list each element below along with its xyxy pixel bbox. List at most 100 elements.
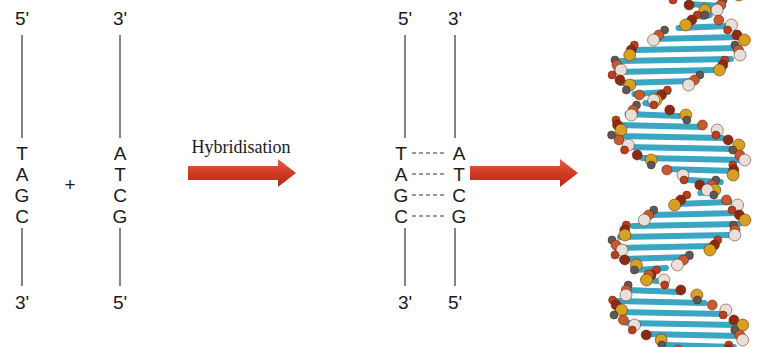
backbone-atom: [632, 150, 642, 160]
strand-label: A: [114, 144, 127, 163]
strand-label: C: [452, 186, 466, 205]
base-pair: [617, 312, 724, 314]
backbone-atom: [618, 315, 628, 325]
strand-label: +: [64, 175, 75, 194]
backbone-atom: [611, 251, 619, 259]
base-pair: [616, 246, 713, 248]
backbone-atom: [710, 191, 718, 199]
base-pair: [626, 290, 681, 292]
backbone-atom: [707, 300, 717, 310]
strand-label: 3': [15, 293, 29, 312]
backbone-atom: [622, 86, 630, 94]
backbone-atom: [624, 49, 636, 61]
backbone-atom: [669, 199, 681, 211]
process-arrow: [188, 159, 296, 187]
backbone-atom: [719, 311, 727, 319]
backbone-atom: [615, 75, 625, 85]
bond-line: [412, 152, 447, 153]
backbone-atom: [634, 90, 644, 100]
backbone-atom: [628, 326, 636, 334]
backbone-atom: [738, 34, 750, 46]
base-pair: [634, 48, 739, 50]
backbone-atom: [648, 34, 660, 46]
backbone-atom: [683, 79, 695, 91]
strand-label: 3': [398, 293, 412, 312]
backbone-atom: [641, 274, 653, 286]
strand-label: A: [395, 165, 408, 184]
backbone-atom: [739, 214, 751, 226]
bond-line: [412, 194, 447, 195]
dna-helix: [608, 0, 751, 347]
backbone-atom: [661, 281, 669, 289]
strand-line: [454, 35, 455, 138]
base-pair: [620, 235, 730, 237]
backbone-atom: [714, 15, 724, 25]
backbone-atom: [733, 0, 745, 1]
backbone-atom: [680, 19, 692, 31]
base-pair: [618, 125, 703, 127]
backbone-atom: [693, 296, 701, 304]
strand-label: G: [113, 207, 128, 226]
backbone-atom: [619, 229, 631, 241]
strand-label: 3': [113, 9, 127, 28]
backbone-atom: [676, 285, 686, 295]
backbone-atom: [737, 334, 749, 346]
strand-line: [21, 35, 22, 138]
strand-label: 5': [15, 9, 29, 28]
backbone-atom: [711, 4, 723, 16]
strand-label: 3': [448, 9, 462, 28]
backbone-atom: [615, 64, 627, 76]
strand-label: T: [395, 144, 407, 163]
backbone-atom: [721, 195, 731, 205]
strand-label: C: [113, 186, 127, 205]
backbone-atom: [630, 266, 638, 274]
backbone-atom: [638, 214, 650, 226]
backbone-atom: [712, 131, 720, 139]
backbone-atom: [704, 244, 716, 256]
backbone-atom: [669, 0, 677, 4]
strand-line: [404, 228, 405, 286]
base-pair: [665, 169, 735, 171]
strand-label: T: [16, 144, 28, 163]
backbone-atom: [697, 120, 707, 130]
strand-line: [119, 228, 120, 286]
backbone-atom: [650, 101, 658, 109]
backbone-atom: [734, 49, 746, 61]
strand-label: C: [394, 207, 408, 226]
process-arrow: [470, 159, 578, 187]
backbone-atom: [620, 289, 632, 301]
process-label: Hybridisation: [192, 138, 291, 156]
strand-line: [119, 35, 120, 138]
backbone-atom: [701, 11, 709, 19]
bond-line: [412, 215, 447, 216]
backbone-atom: [671, 259, 683, 271]
base-pair: [617, 136, 723, 138]
strand-label: G: [15, 186, 30, 205]
backbone-atom: [680, 176, 688, 184]
backbone-atom: [647, 161, 655, 169]
strand-label: A: [16, 165, 29, 184]
backbone-atom: [713, 64, 725, 76]
base-pair: [617, 301, 704, 303]
backbone-atom: [684, 0, 694, 10]
backbone-atom: [610, 311, 618, 319]
backbone-atom: [608, 71, 616, 79]
backbone-atom: [683, 116, 691, 124]
strand-line: [21, 228, 22, 286]
backbone-atom: [665, 105, 675, 115]
backbone-atom: [723, 135, 733, 145]
backbone-atom: [723, 345, 733, 347]
strand-line: [454, 228, 455, 286]
backbone-atom: [739, 154, 751, 166]
backbone-atom: [658, 341, 666, 347]
strand-label: A: [453, 144, 466, 163]
backbone-atom: [727, 169, 739, 181]
strand-label: 5': [448, 293, 462, 312]
backbone-atom: [724, 26, 732, 34]
strand-line: [404, 35, 405, 138]
base-pair: [653, 213, 739, 215]
backbone-atom: [673, 345, 683, 347]
strand-label: T: [453, 165, 465, 184]
